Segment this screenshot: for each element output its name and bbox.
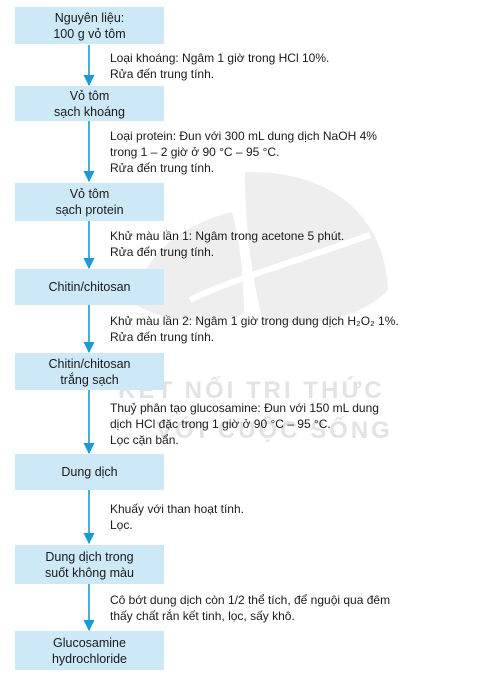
step-line: Rửa đến trung tính. xyxy=(110,67,215,81)
box-solution: Dung dịch xyxy=(15,454,164,490)
step-line: Khử màu lần 2: Ngâm 1 giờ trong dung dịc… xyxy=(110,314,399,328)
step-line: thấy chất rắn kết tinh, lọc, sấy khô. xyxy=(110,609,295,623)
box-line: hydrochloride xyxy=(51,651,128,666)
step-line: Rửa đến trung tính. xyxy=(110,161,215,175)
box-line: suốt không màu xyxy=(45,565,134,580)
box-line: sạch protein xyxy=(55,203,124,217)
box-glucosamine-hydrochloride: Glucosamine hydrochloride xyxy=(15,631,164,670)
step-line: Khử màu lần 1: Ngâm trong acetone 5 phút… xyxy=(110,229,345,243)
step-crystallization: Cô bớt dung dịch còn 1/2 thể tích, để ng… xyxy=(110,592,390,624)
step-line: trong 1 – 2 giờ ở 90 °C – 95 °C. xyxy=(110,145,280,159)
step-line: Loại khoáng: Ngâm 1 giờ trong HCl 10%. xyxy=(110,51,330,65)
box-line: Nguyên liệu: xyxy=(54,10,125,25)
step-line: Cô bớt dung dịch còn 1/2 thể tích, để ng… xyxy=(110,593,391,607)
box-line: Chitin/chitosan xyxy=(48,356,131,371)
box-line: 100 g vỏ tôm xyxy=(53,26,126,41)
step-line: Thuỷ phân tạo glucosamine: Đun với 150 m… xyxy=(110,401,379,415)
step-line: Rửa đến trung tính. xyxy=(110,330,215,344)
box-raw-material: Nguyên liệu: 100 g vỏ tôm xyxy=(15,7,164,44)
box-line: Glucosamine xyxy=(53,635,126,650)
step-line: Loại protein: Đun với 300 mL dung dịch N… xyxy=(110,129,377,143)
step-line: dịch HCl đặc trong 1 giờ ở 90 °C – 95 °C… xyxy=(110,417,331,431)
step-line: Rửa đến trung tính. xyxy=(110,245,215,259)
box-line: Dung dịch xyxy=(61,465,118,479)
box-line: Vỏ tôm xyxy=(69,88,110,103)
box-line: trắng sạch xyxy=(60,372,119,387)
watermark-line-2: VỚI CUỘC SỐNG xyxy=(156,417,393,444)
step-line: Lọc. xyxy=(110,518,133,532)
step-deproteinization: Loại protein: Đun với 300 mL dung dịch N… xyxy=(110,128,377,176)
box-deproteinized-shell: Vỏ tôm sạch protein xyxy=(15,183,164,221)
box-chitin-chitosan: Chitin/chitosan xyxy=(15,269,164,305)
box-white-chitin-chitosan: Chitin/chitosan trắng sạch xyxy=(15,353,164,390)
step-hydrolysis: Thuỷ phân tạo glucosamine: Đun với 150 m… xyxy=(110,400,379,448)
step-decolorization-1: Khử màu lần 1: Ngâm trong acetone 5 phút… xyxy=(110,228,344,260)
step-activated-carbon: Khuấy với than hoạt tính. Lọc. xyxy=(110,501,244,533)
box-demineralized-shell: Vỏ tôm sạch khoáng xyxy=(15,86,164,121)
box-line: Dung dịch trong xyxy=(45,549,134,564)
step-line: Khuấy với than hoạt tính. xyxy=(110,502,244,516)
box-clear-solution: Dung dịch trong suốt không màu xyxy=(15,545,164,584)
box-line: sạch khoáng xyxy=(54,104,125,119)
step-line: Lọc cặn bẩn. xyxy=(110,433,179,447)
step-demineralization: Loại khoáng: Ngâm 1 giờ trong HCl 10%. R… xyxy=(110,50,329,82)
step-decolorization-2: Khử màu lần 2: Ngâm 1 giờ trong dung dịc… xyxy=(110,313,399,345)
box-line: Chitin/chitosan xyxy=(48,280,131,294)
box-line: Vỏ tôm xyxy=(69,187,110,201)
